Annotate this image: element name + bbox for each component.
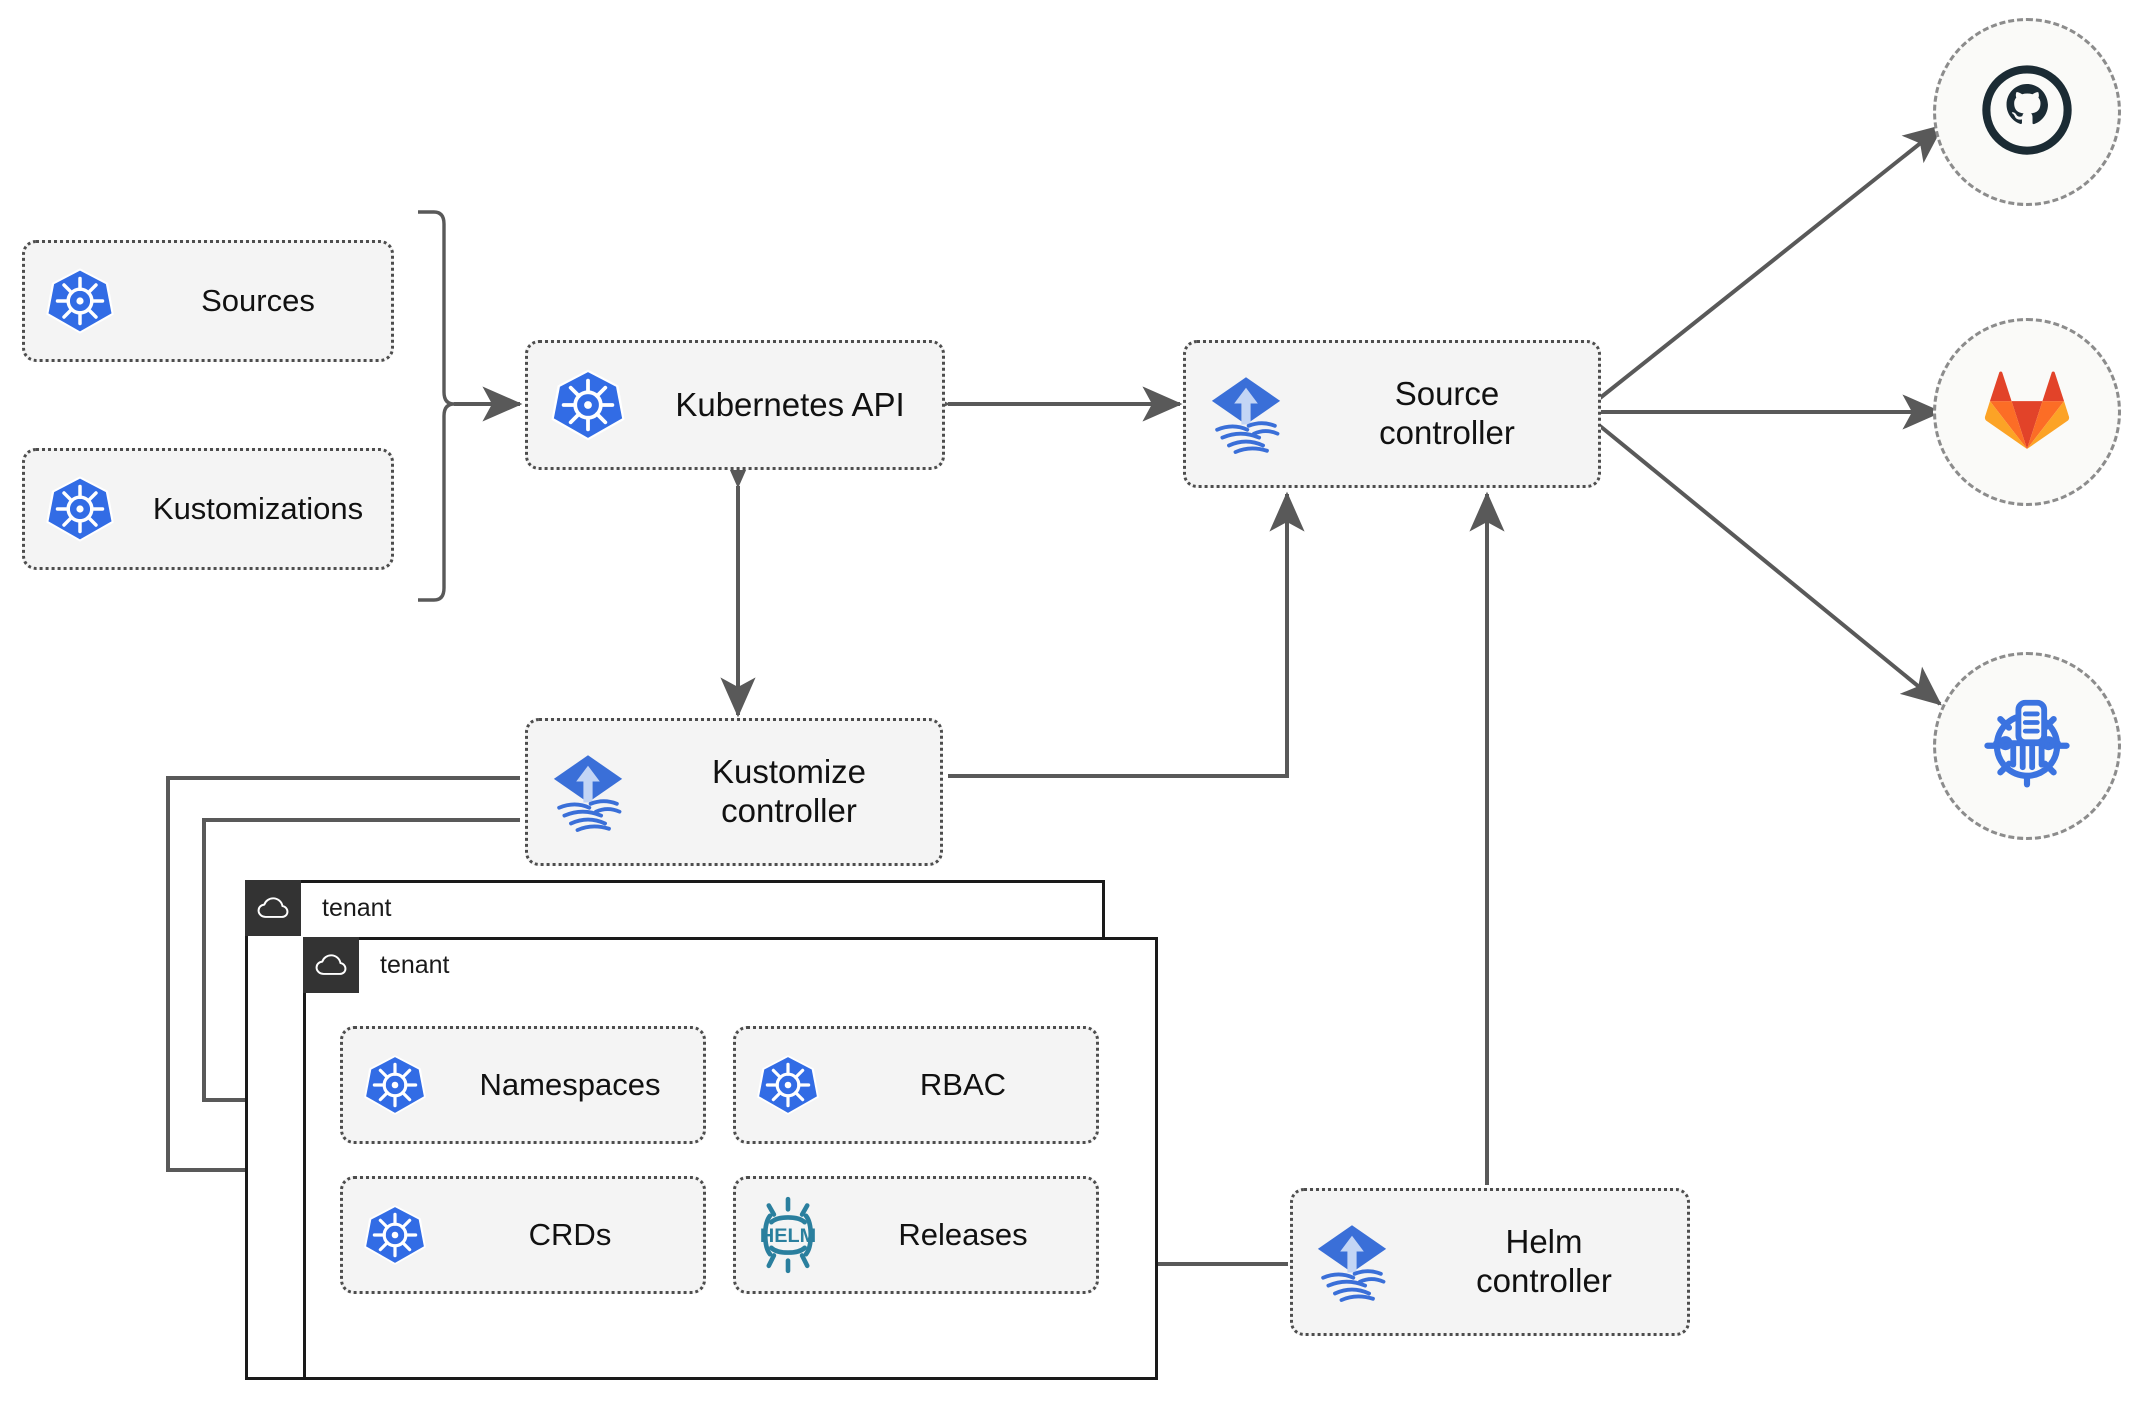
gitlab-icon	[1975, 358, 2079, 467]
helm-repository-icon	[1972, 689, 2082, 804]
flux-icon	[528, 750, 648, 834]
node-kustomizations-label: Kustomizations	[152, 490, 364, 526]
node-sources-label: Sources	[201, 282, 315, 318]
cloud-icon	[245, 880, 301, 936]
endpoint-gitlab[interactable]	[1933, 318, 2121, 506]
tenant-outer-label: tenant	[322, 893, 392, 922]
tenant-outer-tab	[245, 880, 301, 936]
node-rbac[interactable]: RBAC	[733, 1026, 1099, 1144]
node-helm-controller[interactable]: Helm controller	[1290, 1188, 1690, 1336]
kubernetes-icon	[528, 366, 648, 444]
tenant-frame-inner[interactable]: tenant	[303, 937, 1158, 1380]
tenant-inner-label: tenant	[380, 950, 450, 979]
node-source-controller[interactable]: Source controller	[1183, 340, 1601, 488]
node-sources[interactable]: Sources	[22, 240, 394, 362]
flux-icon	[1186, 372, 1306, 456]
kubernetes-icon	[343, 1202, 447, 1268]
node-kustomize-controller-label: Kustomize controller	[711, 753, 867, 829]
node-helm-controller-label: Helm controller	[1476, 1223, 1612, 1299]
node-namespaces[interactable]: Namespaces	[340, 1026, 706, 1144]
kubernetes-icon	[343, 1052, 447, 1118]
node-source-controller-label: Source controller	[1379, 375, 1515, 451]
endpoint-github[interactable]	[1933, 18, 2121, 206]
node-crds[interactable]: CRDs	[340, 1176, 706, 1294]
node-crds-label: CRDs	[528, 1216, 612, 1252]
node-kustomize-controller[interactable]: Kustomize controller	[525, 718, 943, 866]
node-kubernetes-api-label: Kubernetes API	[675, 385, 905, 423]
endpoint-helm-repository[interactable]	[1933, 652, 2121, 840]
cloud-icon	[303, 937, 359, 993]
kubernetes-icon	[25, 265, 135, 337]
helm-icon: HELM	[736, 1194, 840, 1276]
node-releases[interactable]: HELM Releases	[733, 1176, 1099, 1294]
svg-text:HELM: HELM	[760, 1225, 816, 1247]
github-icon	[1975, 58, 2079, 167]
node-rbac-label: RBAC	[919, 1066, 1007, 1102]
flux-icon	[1293, 1220, 1411, 1304]
tenant-inner-tab	[303, 937, 359, 993]
kubernetes-icon	[736, 1052, 840, 1118]
node-kustomizations[interactable]: Kustomizations	[22, 448, 394, 570]
node-namespaces-label: Namespaces	[479, 1066, 661, 1102]
node-kubernetes-api[interactable]: Kubernetes API	[525, 340, 945, 470]
node-releases-label: Releases	[898, 1216, 1028, 1252]
kubernetes-icon	[25, 473, 135, 545]
